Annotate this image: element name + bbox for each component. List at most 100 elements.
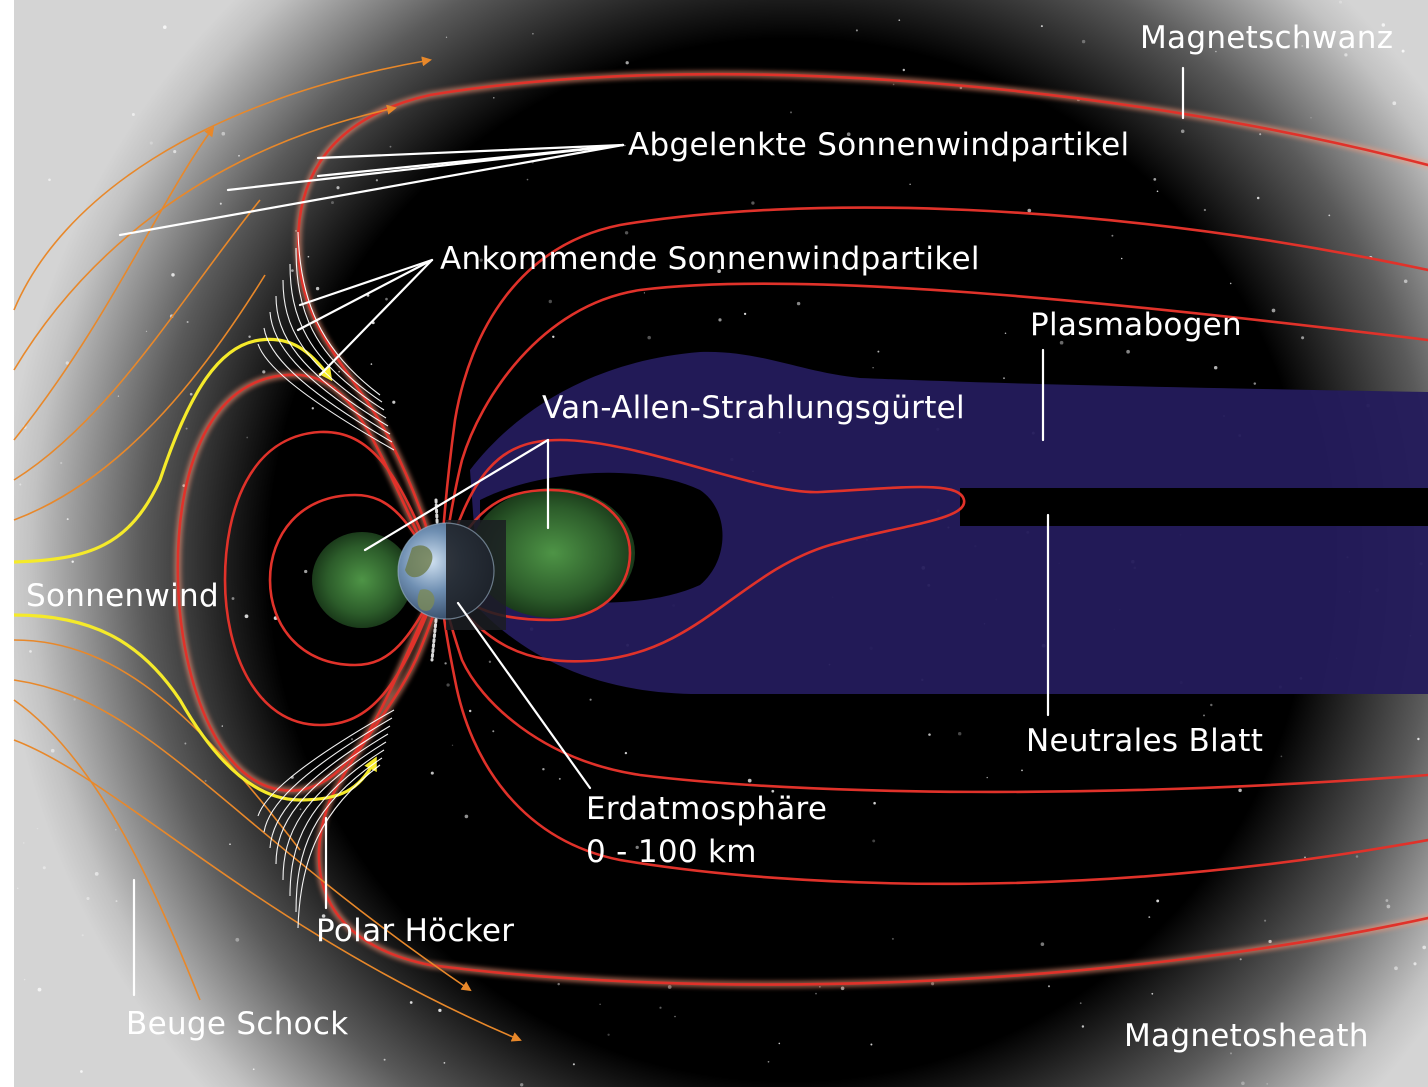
- star: [558, 777, 561, 780]
- star: [1401, 49, 1405, 53]
- star: [221, 725, 223, 727]
- star: [184, 742, 187, 745]
- star: [1203, 714, 1205, 717]
- star: [891, 937, 894, 940]
- label-van-allen-strahlungsguertel: Van-Allen-Strahlungsgürtel: [542, 390, 965, 426]
- star: [1268, 939, 1272, 944]
- star: [846, 132, 851, 137]
- star: [747, 778, 752, 783]
- star: [80, 1070, 83, 1073]
- star: [248, 335, 251, 338]
- star: [796, 301, 801, 306]
- earth: [397, 520, 506, 630]
- star: [1271, 308, 1276, 313]
- star: [262, 370, 266, 374]
- star: [36, 827, 39, 830]
- star: [71, 560, 74, 563]
- star: [1153, 178, 1157, 181]
- star: [60, 461, 63, 465]
- star: [1264, 919, 1267, 922]
- star: [1047, 985, 1051, 988]
- star: [0, 836, 3, 839]
- star: [898, 19, 901, 22]
- star: [902, 68, 906, 72]
- star: [1210, 703, 1213, 707]
- star: [149, 141, 153, 145]
- star: [1310, 117, 1312, 119]
- star: [526, 178, 529, 181]
- star: [674, 1015, 676, 1018]
- solar-wind-streamlines: [13, 56, 522, 1042]
- star: [1238, 788, 1242, 793]
- star: [23, 978, 26, 981]
- star: [625, 61, 629, 65]
- star: [632, 263, 636, 267]
- star: [1079, 1002, 1082, 1005]
- star: [1111, 234, 1114, 237]
- star: [659, 1006, 662, 1009]
- star: [892, 83, 895, 86]
- star: [1041, 314, 1043, 316]
- star: [66, 518, 69, 521]
- star: [1229, 1052, 1233, 1055]
- star: [464, 814, 469, 819]
- star: [252, 1068, 255, 1071]
- label-magnetosheath: Magnetosheath: [1124, 1018, 1369, 1054]
- star: [29, 650, 32, 653]
- star: [86, 896, 90, 901]
- star: [1304, 856, 1306, 859]
- star: [1413, 962, 1417, 966]
- star: [1176, 1026, 1180, 1030]
- star: [1004, 143, 1006, 145]
- star: [1021, 769, 1023, 772]
- star: [815, 992, 817, 995]
- star: [185, 427, 188, 430]
- star: [1385, 899, 1389, 902]
- star: [589, 698, 592, 701]
- star: [42, 866, 46, 870]
- star: [479, 258, 483, 262]
- van-allen-belt-left: [312, 532, 412, 628]
- star: [1059, 340, 1064, 345]
- star: [492, 730, 495, 733]
- star: [873, 801, 876, 805]
- star: [1328, 214, 1331, 217]
- star: [246, 436, 249, 439]
- star: [81, 934, 84, 937]
- label-erdatmosphaere: Erdatmosphäre 0 - 100 km: [586, 791, 828, 870]
- star: [65, 361, 69, 365]
- star: [1126, 349, 1130, 354]
- star: [872, 839, 876, 843]
- star: [115, 900, 118, 903]
- star: [1394, 966, 1398, 971]
- label-abgelenkte-sonnenwindpartikel: Abgelenkte Sonnenwindpartikel: [628, 127, 1130, 163]
- label-neutrales-blatt: Neutrales Blatt: [1026, 723, 1264, 759]
- star: [1151, 992, 1154, 995]
- star: [409, 1001, 413, 1004]
- star: [338, 370, 340, 373]
- star: [1040, 25, 1043, 28]
- star: [572, 1063, 575, 1066]
- leader-ankommende-3: [318, 258, 434, 377]
- star: [1081, 1025, 1085, 1028]
- star: [114, 828, 117, 831]
- plasma-sheet: [470, 351, 1428, 694]
- star: [385, 297, 388, 301]
- star: [336, 186, 340, 190]
- star: [1417, 737, 1420, 741]
- star: [624, 144, 626, 147]
- star: [840, 986, 845, 991]
- star: [877, 350, 880, 353]
- star: [1344, 53, 1348, 57]
- star: [204, 779, 207, 782]
- label-ankommende-sonnenwindpartikel: Ankommende Sonnenwindpartikel: [440, 241, 980, 277]
- star: [50, 748, 55, 753]
- star: [1403, 279, 1408, 284]
- star: [19, 483, 22, 486]
- star: [607, 1033, 610, 1036]
- star: [751, 201, 755, 205]
- star: [304, 569, 308, 574]
- star: [1004, 332, 1007, 335]
- label-sonnenwind: Sonnenwind: [26, 578, 219, 614]
- magnetic-field-lines: [174, 70, 1428, 988]
